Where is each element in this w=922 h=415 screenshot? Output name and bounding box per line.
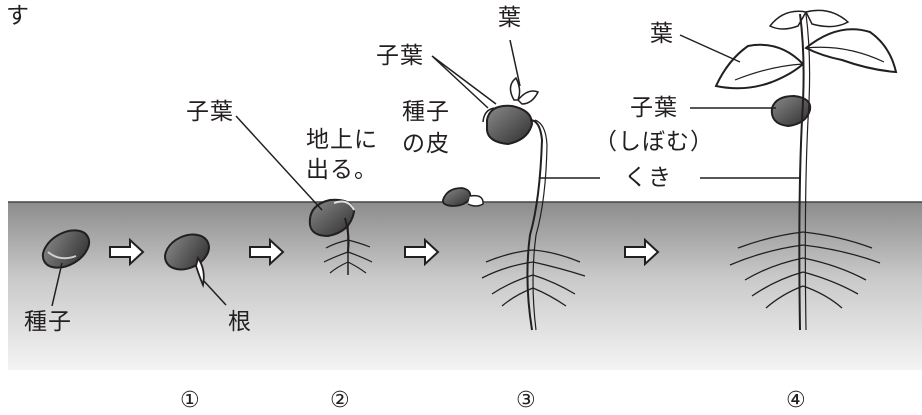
seed-coat-label-line2: の皮: [402, 131, 450, 157]
arrow-icon: [249, 237, 285, 267]
root-label-line: [202, 279, 227, 306]
wither-label: （しぼむ）: [594, 129, 714, 155]
cotyledon-label-lines-3: [431, 55, 497, 109]
cotyledon-label-3: 子葉: [376, 43, 424, 69]
soil: [8, 202, 922, 370]
stage-number-2: ②: [330, 388, 350, 413]
stage-number-1: ①: [180, 388, 200, 413]
stage-number-4: ④: [786, 388, 806, 413]
above-ground-label-line2: 出る。: [306, 157, 378, 183]
cotyledon-label-line-1: [235, 115, 323, 211]
leaf-label-line-4: [679, 34, 741, 63]
seed-label: 種子: [24, 309, 72, 335]
leaf-label-4: 葉: [650, 21, 674, 47]
seed-coat-label-line1: 種子: [402, 99, 450, 125]
cotyledon-label-4: 子葉: [630, 95, 678, 121]
stem-label: くき: [624, 165, 672, 191]
seed-coat-icon: [442, 187, 484, 207]
stage-number-3: ③: [516, 388, 536, 413]
arrow-icon: [109, 237, 145, 267]
sprouting-seed-icon: [164, 233, 210, 289]
above-ground-label-line1: 地上に: [306, 127, 378, 153]
root-label: 根: [228, 309, 252, 335]
seed-icon: [41, 229, 91, 269]
cotyledon-label-1: 子葉: [186, 99, 234, 125]
arrow-icon: [624, 237, 660, 267]
arrow-icon: [404, 237, 440, 267]
young-plant-icon: [481, 76, 586, 331]
seed-label-line: [51, 262, 63, 307]
corner-text: す: [6, 3, 30, 29]
leaf-label-line-3: [509, 39, 521, 87]
leaf-label-3: 葉: [498, 5, 522, 31]
mature-plant-icon: [714, 9, 898, 331]
